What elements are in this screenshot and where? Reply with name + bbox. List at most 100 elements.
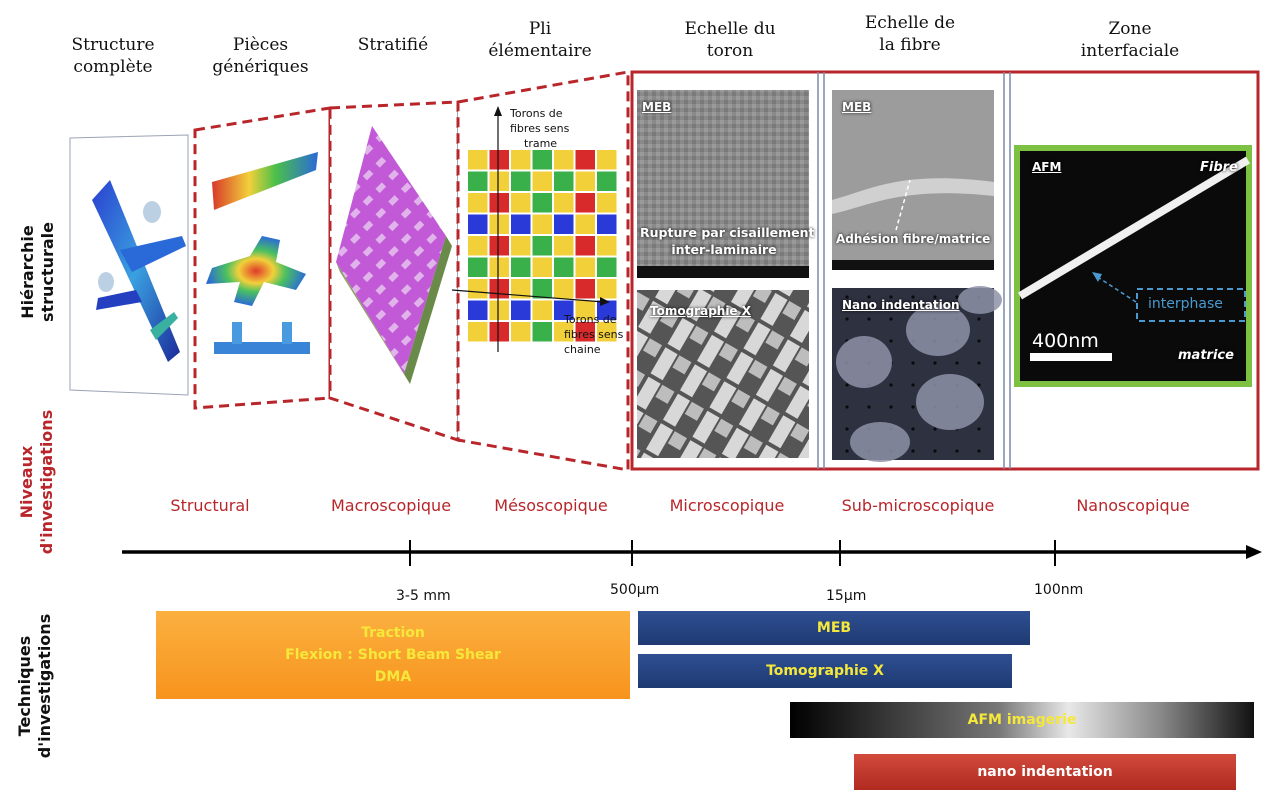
afm-matrice-label: matrice [1178,348,1234,363]
weave-cell [468,150,488,170]
interphase-box [1136,288,1246,322]
afm-fibre-line [1017,156,1251,300]
header-line: complète [73,57,153,77]
technique-flexion: Flexion : Short Beam Shear [285,647,501,663]
caption-line: inter-laminaire [671,242,777,257]
weave-cell [575,236,595,256]
weave-cell [468,171,488,191]
annotation-line: Torons de [564,313,617,326]
header-pieces-generiques: Pièces génériques [198,34,323,78]
weave-cell [597,171,617,191]
afm-scale-label: 400nm [1032,330,1099,352]
side-line: Techniques [15,635,34,737]
weave-cell [468,257,488,277]
weave-cell [575,214,595,234]
weave-cell [554,300,574,320]
weave-cell [489,193,509,213]
weave-cell [532,279,552,299]
annotation-line: fibres sens [510,122,570,135]
technique-traction: Traction [361,625,425,641]
weave-cell [554,236,574,256]
weave-cell [511,236,531,256]
weave-cell [468,300,488,320]
weave-cell [468,193,488,213]
header-line: la fibre [879,35,941,55]
afm-scale-bar [1030,353,1112,361]
header-line: Pièces [232,35,289,55]
header-line: Structure [71,35,155,55]
tick-label-100nm: 100nm [1034,582,1084,598]
weave-cell [532,193,552,213]
annotation-line: trame [524,137,558,150]
interphase-arrow [1095,275,1137,303]
weave-cell [554,322,574,342]
weave-cell [489,171,509,191]
level-microscopique: Microscopique [669,496,785,515]
side-line: d'investigations [35,613,54,759]
weave-cell [575,279,595,299]
weave-cell [554,279,574,299]
header-line: toron [706,41,754,61]
weave-cell [597,150,617,170]
fibre-sections [836,286,1002,462]
label-techniques-investigations: Techniques d'investigations [15,611,59,761]
header-structure-complete: Structure complète [58,34,168,78]
annotation-line: Torons de [510,107,563,120]
header-line: génériques [212,57,309,77]
weave-cell [532,257,552,277]
tick-label-3-5mm: 3-5 mm [396,588,451,604]
weave-cell [554,214,574,234]
nano-indentation-tag: Nano indentation [842,298,960,312]
weave-cell [489,257,509,277]
generic-parts-icon [206,152,318,354]
weave-cell [489,300,509,320]
technique-bar-nano-indentation: nano indentation [854,754,1236,790]
header-line: Stratifié [357,35,429,55]
level-nanoscopique: Nanoscopique [1076,496,1190,515]
header-zone-interfaciale: Zone interfaciale [1060,18,1200,62]
arrow-chaine [451,289,605,303]
weave-cell [575,322,595,342]
technique-dma: DMA [374,669,412,685]
annotation-line: fibres sens [564,328,624,341]
weave-cell [554,150,574,170]
header-line: interfaciale [1080,41,1180,61]
header-line: Pli [528,19,552,39]
aircraft-icon [92,180,186,362]
weave-cell [597,322,617,342]
weave-cell [575,257,595,277]
header-echelle-toron: Echelle du toron [665,18,795,62]
weave-cell [597,236,617,256]
afm-interphase-label: interphase [1148,296,1223,312]
header-line: élémentaire [488,41,592,61]
afm-image [1014,145,1252,387]
weave-cell [489,236,509,256]
level-structural: Structural [170,496,250,515]
weave-cell [511,150,531,170]
weave-cell [575,150,595,170]
technique-bar-tomographie: Tomographie X [638,654,1012,688]
weave-cell [532,171,552,191]
weave-cell [532,322,552,342]
tomography-tag: Tomographie X [650,304,752,318]
meb-1-caption: Rupture par cisaillement inter-laminaire [640,224,815,258]
weave-cell [575,193,595,213]
adhesion-arrow [895,179,911,231]
weave-cell [575,171,595,191]
weave-cell [511,279,531,299]
weave-cell [511,322,531,342]
laminate-icon [336,126,452,384]
afm-fibre-label: Fibre [1200,160,1238,175]
weave-cell [489,214,509,234]
tick-label-15um: 15μm [826,588,867,604]
weave-cell [511,214,531,234]
weave-cell [511,300,531,320]
header-pli-elementaire: Pli élémentaire [470,18,610,62]
weave-cell [597,214,617,234]
meb-image-1-bar [637,266,809,278]
weave-cell [575,300,595,320]
weave-cell [511,171,531,191]
weave-cell [511,193,531,213]
weave-cell [532,214,552,234]
meb-image-1 [637,90,809,278]
